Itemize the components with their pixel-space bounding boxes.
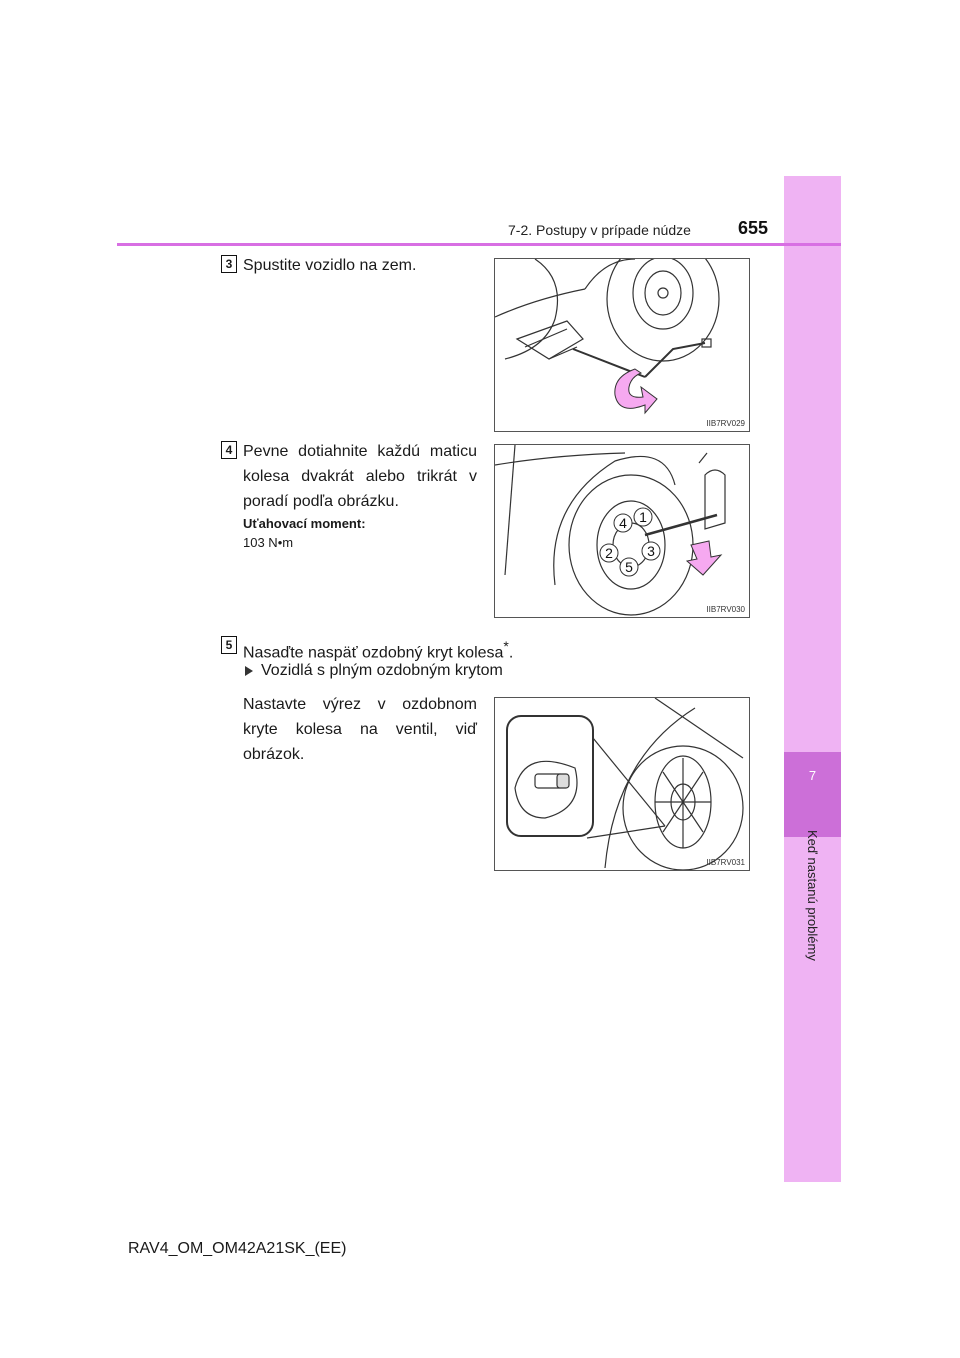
- wheel-nuts-illustration: 1 2 3 4 5: [495, 445, 726, 616]
- step-3-number: 3: [221, 255, 237, 273]
- document-id: RAV4_OM_OM42A21SK_(EE): [128, 1240, 347, 1257]
- nut-order-1: 1: [639, 509, 647, 525]
- step-4-text: Pevne dotiahnite každú maticu kolesa dva…: [243, 443, 477, 510]
- bullet-vehicles-full-cover: Vozidlá s plným ozdobným krytom: [245, 662, 503, 680]
- figure-tighten-nuts: 1 2 3 4 5 IIB7RV030: [494, 444, 750, 618]
- torque-label: Uťahovací moment:: [243, 516, 366, 531]
- wheel-cover-illustration: [506, 698, 744, 870]
- step-5-instruction: Nastavte výrez v ozdobnom kryte kolesa n…: [243, 696, 477, 763]
- nut-order-3: 3: [647, 543, 655, 559]
- step-5-text-end: .: [508, 644, 514, 662]
- chapter-title: Keď nastanú problémy: [805, 830, 820, 961]
- down-arrow-icon: [685, 540, 723, 576]
- figure-code: IIB7RV029: [706, 419, 745, 428]
- step-5-number: 5: [221, 636, 237, 654]
- torque-value: 103 N•m: [243, 535, 294, 550]
- step-3-text: Spustite vozidlo na zem.: [243, 257, 417, 274]
- figure-code: IIB7RV031: [706, 858, 745, 867]
- footnote-mark: *: [503, 638, 509, 654]
- triangle-bullet-icon: [245, 665, 253, 676]
- nut-order-5: 5: [625, 559, 633, 575]
- figure-lower-vehicle: IIB7RV029: [494, 258, 750, 432]
- bullet-text: Vozidlá s plným ozdobným krytom: [261, 662, 503, 679]
- step-5-text: Nasaďte naspäť ozdobný kryt kolesa*.: [243, 634, 563, 665]
- jack-lowering-illustration: [495, 259, 720, 415]
- figure-wheel-cover: IIB7RV031: [494, 697, 750, 871]
- nut-order-4: 4: [619, 515, 627, 531]
- chapter-number: 7: [808, 768, 817, 783]
- chapter-tab-active: [784, 752, 841, 837]
- step-4-number: 4: [221, 441, 237, 459]
- page-number: 655: [738, 218, 769, 238]
- nut-order-2: 2: [605, 545, 613, 561]
- step-5-text-main: Nasaďte naspäť ozdobný kryt kolesa: [243, 644, 504, 662]
- section-title: 7-2. Postupy v prípade núdze: [508, 222, 691, 238]
- rotation-arrow-icon: [614, 368, 658, 415]
- figure-code: IIB7RV030: [706, 605, 745, 614]
- chapter-side-tab: [784, 176, 841, 1182]
- header-rule: [117, 243, 841, 246]
